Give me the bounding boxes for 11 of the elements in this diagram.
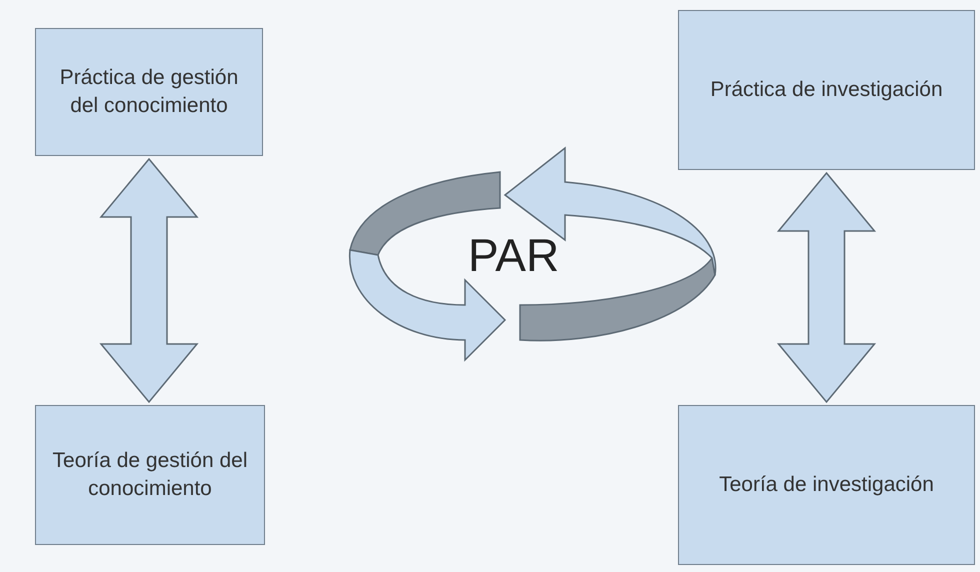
concept-box bbox=[35, 405, 265, 545]
box-text: Práctica de investigación bbox=[709, 76, 944, 103]
double-block-arrow bbox=[99, 158, 199, 404]
concept-box bbox=[678, 405, 975, 565]
box-text: Teoría de investigación bbox=[718, 472, 935, 498]
cycle-label: PAR bbox=[468, 228, 560, 282]
concept-box bbox=[35, 28, 263, 156]
double-block-arrow bbox=[776, 172, 876, 404]
box-text: Práctica de gestión del conocimiento bbox=[58, 64, 240, 119]
box-text: Teoría de gestión del conocimiento bbox=[52, 448, 248, 502]
concept-box bbox=[678, 10, 975, 170]
